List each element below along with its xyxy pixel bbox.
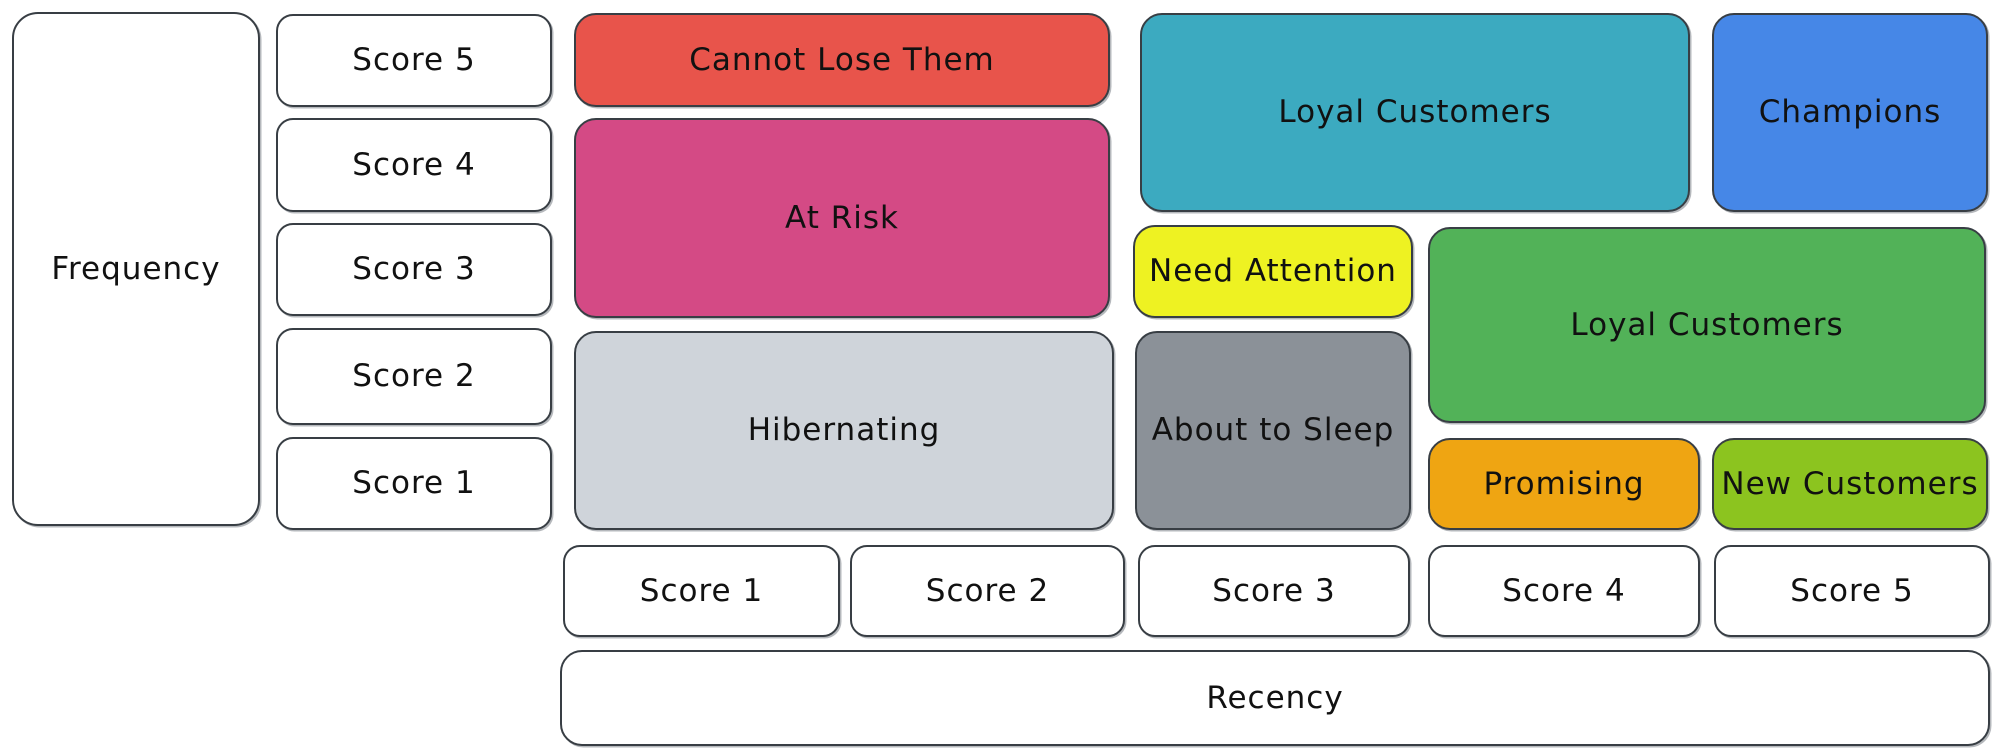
segment-at-risk: At Risk [574, 118, 1110, 318]
recency-score-4-box: Score 4 [1428, 545, 1700, 637]
frequency-score-4-box: Score 4 [276, 118, 552, 212]
frequency-score-3-box: Score 3 [276, 223, 552, 316]
segment-new-customers: New Customers [1712, 438, 1988, 530]
segment-cannot-lose-them: Cannot Lose Them [574, 13, 1110, 107]
recency-axis-label-box: Recency [560, 650, 1990, 746]
segment-loyal-customers-top: Loyal Customers [1140, 13, 1690, 212]
recency-score-2-box: Score 2 [850, 545, 1125, 637]
frequency-score-5-box: Score 5 [276, 14, 552, 107]
frequency-axis-label-box: Frequency [12, 12, 260, 526]
recency-score-1-box: Score 1 [563, 545, 840, 637]
segment-champions: Champions [1712, 13, 1988, 212]
segment-need-attention: Need Attention [1133, 225, 1413, 318]
segment-loyal-customers-right: Loyal Customers [1428, 227, 1986, 423]
segment-about-to-sleep: About to Sleep [1135, 331, 1411, 530]
frequency-score-1-box: Score 1 [276, 437, 552, 530]
frequency-score-2-box: Score 2 [276, 328, 552, 425]
recency-score-3-box: Score 3 [1138, 545, 1410, 637]
segment-hibernating: Hibernating [574, 331, 1114, 530]
recency-score-5-box: Score 5 [1714, 545, 1990, 637]
segment-promising: Promising [1428, 438, 1700, 530]
